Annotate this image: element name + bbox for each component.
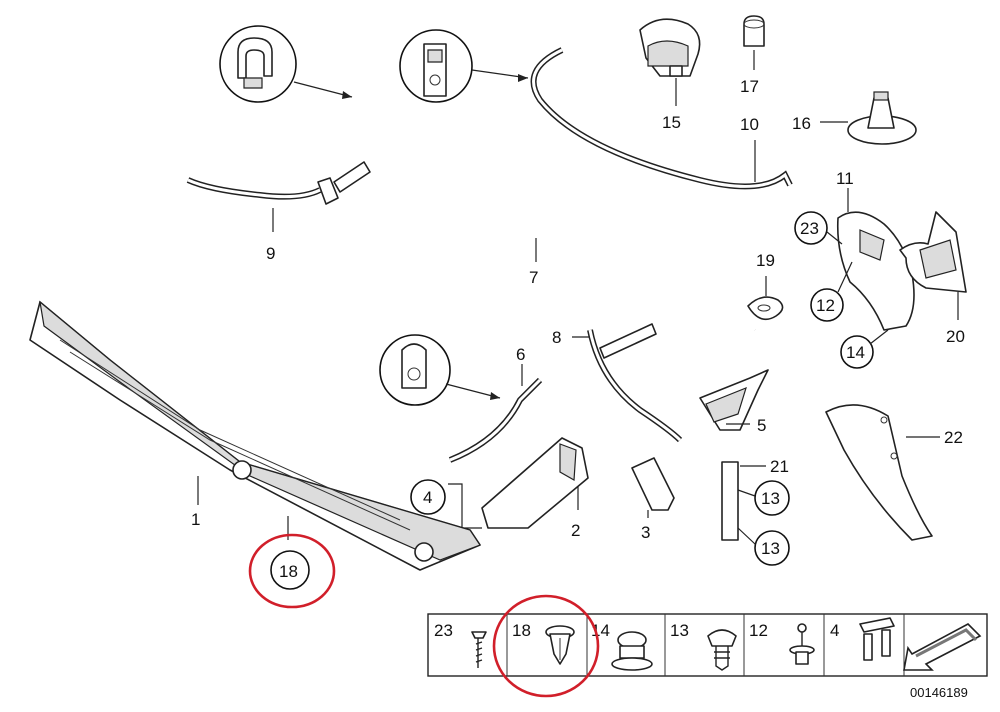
direction-arrow-icon (903, 623, 982, 671)
part-8-strip: 8 (552, 323, 683, 443)
label-9: 9 (266, 244, 275, 263)
catalog-number: 00146189 (910, 685, 968, 700)
fastener-legend: 23 18 14 13 12 4 (427, 594, 988, 698)
label-12: 12 (816, 296, 835, 315)
part-17-cap: 17 (740, 15, 765, 96)
part-4-callout: 4 (410, 479, 482, 529)
label-3: 3 (641, 523, 650, 542)
part-16-rubber-boot: 16 (792, 91, 917, 145)
label-1: 1 (191, 510, 200, 529)
label-18: 18 (279, 562, 298, 581)
part-19-gasket: 19 (747, 251, 784, 321)
part-10-seal-loop: 10 (530, 47, 793, 190)
part-11-bracket: 11 23 12 14 (794, 169, 915, 369)
label-8: 8 (552, 328, 561, 347)
highlight-circle-18 (248, 533, 336, 609)
label-7: 7 (529, 268, 538, 287)
clip-nut-14-icon (611, 631, 653, 671)
seal-profile-detail-2 (399, 29, 529, 103)
label-23: 23 (800, 219, 819, 238)
seal-profile-detail-1 (219, 25, 353, 103)
part-9-strip-with-clip: 9 (186, 161, 371, 263)
double-clip-4-icon (859, 617, 895, 661)
label-16: 16 (792, 114, 811, 133)
part-22-side-trim: 22 (825, 404, 963, 541)
label-19: 19 (756, 251, 775, 270)
label-22: 22 (944, 428, 963, 447)
legend-label-12: 12 (749, 621, 768, 640)
part-7-seal-strip: 7 (351, 95, 756, 332)
label-5: 5 (757, 416, 766, 435)
part-18-callout: 18 (248, 533, 336, 609)
screw-23-icon (471, 631, 487, 668)
part-6-strip: 6 (448, 345, 543, 463)
part-5-duct: 5 (699, 369, 769, 435)
legend-label-23: 23 (434, 621, 453, 640)
part-15-grommet: 15 (639, 18, 701, 132)
highlight-circle-legend-18 (492, 594, 600, 698)
part-3-bracket: 3 (631, 457, 675, 542)
expanding-rivet-18-icon (545, 625, 575, 665)
label-15: 15 (662, 113, 681, 132)
label-13-upper: 13 (761, 489, 780, 508)
legend-label-4: 4 (830, 621, 839, 640)
label-6: 6 (516, 345, 525, 364)
label-2: 2 (571, 521, 580, 540)
label-21: 21 (770, 457, 789, 476)
label-20: 20 (946, 327, 965, 346)
label-17: 17 (740, 77, 759, 96)
plastic-nut-13-icon (707, 629, 737, 671)
push-pin-12-icon (789, 623, 815, 665)
legend-label-13: 13 (670, 621, 689, 640)
label-13-lower: 13 (761, 539, 780, 558)
label-10: 10 (740, 115, 759, 134)
label-14: 14 (846, 343, 865, 362)
part-21-clip-strip: 21 13 13 (721, 457, 790, 566)
label-4: 4 (423, 488, 432, 507)
part-20-cover: 20 (899, 211, 967, 346)
legend-label-18: 18 (512, 621, 531, 640)
part-2-air-duct: 2 (481, 437, 589, 540)
seal-profile-detail-3 (379, 334, 501, 406)
label-11: 11 (836, 169, 854, 188)
